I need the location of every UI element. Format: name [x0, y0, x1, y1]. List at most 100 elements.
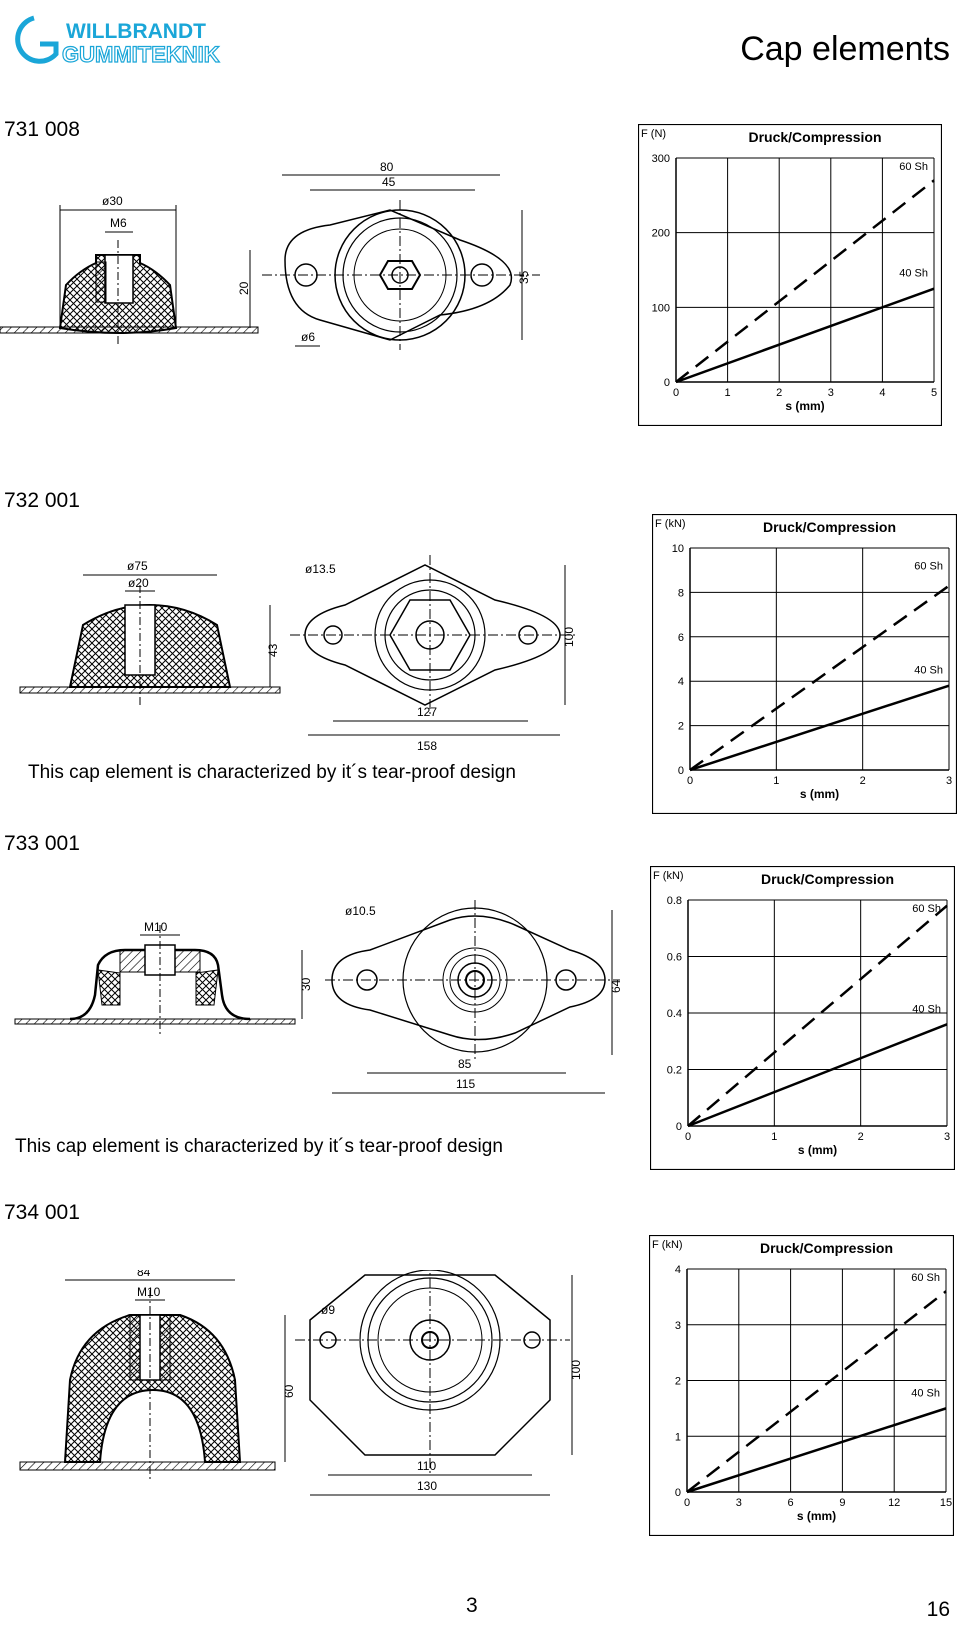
- y-tick-label: 0.4: [667, 1008, 682, 1020]
- y-tick-label: 4: [675, 1264, 681, 1276]
- dim-label: 35: [517, 270, 531, 284]
- y-tick-label: 4: [678, 676, 684, 688]
- company-logo: WILLBRANDT GUMMITEKNIK: [4, 10, 264, 70]
- logo-line1: WILLBRANDT: [66, 20, 206, 43]
- dim-label: 115: [456, 1077, 475, 1091]
- x-tick-label: 1: [725, 387, 731, 399]
- x-tick-label: 1: [773, 775, 779, 787]
- y-tick-label: 8: [678, 587, 684, 599]
- y-tick-label: 100: [652, 302, 670, 314]
- dim-label: M10: [144, 920, 168, 934]
- dim-label: 80: [380, 160, 394, 174]
- series-label: 40 Sh: [911, 1387, 940, 1399]
- dim-label: 127: [417, 705, 437, 719]
- technical-drawing-734001: 84 M10 60 ø9 100 110 130: [15, 1270, 583, 1515]
- y-tick-label: 1: [675, 1431, 681, 1443]
- dim-label: ø10.5: [345, 904, 376, 918]
- series-line-40-sh: [675, 287, 935, 384]
- x-tick-label: 0: [687, 775, 693, 787]
- series-line-40-sh: [689, 684, 950, 772]
- x-tick-label: 2: [860, 775, 866, 787]
- series-label: 40 Sh: [899, 268, 928, 280]
- x-axis-label: s (mm): [800, 787, 839, 801]
- x-axis-label: s (mm): [797, 1509, 836, 1523]
- series-line-60-sh: [675, 179, 935, 383]
- dim-label: 110: [417, 1459, 436, 1473]
- x-tick-label: 1: [771, 1131, 777, 1143]
- y-tick-label: 0: [676, 1121, 682, 1133]
- x-tick-label: 0: [673, 387, 679, 399]
- dim-label: ø9: [321, 1303, 335, 1317]
- x-axis-label: s (mm): [785, 399, 824, 413]
- x-tick-label: 3: [944, 1131, 950, 1143]
- chart-title: Druck/Compression: [748, 129, 881, 145]
- series-line-40-sh: [686, 1407, 947, 1494]
- product-id-3: 733 001: [4, 832, 80, 855]
- description-3: This cap element is characterized by it´…: [15, 1136, 503, 1157]
- dim-label: 100: [562, 627, 576, 647]
- technical-drawing-731008: ø30 M6 20 80 45 35 ø6: [0, 160, 555, 430]
- series-line-60-sh: [687, 904, 948, 1127]
- x-tick-label: 3: [736, 1497, 742, 1509]
- series-label: 40 Sh: [914, 665, 943, 677]
- dim-label: 100: [569, 1360, 583, 1380]
- y-axis-label: F (kN): [652, 1239, 683, 1251]
- chart-frame: [649, 1235, 954, 1536]
- x-tick-label: 12: [888, 1497, 900, 1509]
- dim-label: ø30: [102, 194, 123, 208]
- page-number-center: 3: [466, 1594, 478, 1617]
- y-tick-label: 0: [664, 377, 670, 389]
- y-axis-label: F (kN): [653, 870, 684, 882]
- x-tick-label: 0: [685, 1131, 691, 1143]
- dim-label: 60: [282, 1384, 296, 1398]
- series-line-60-sh: [686, 1290, 947, 1493]
- y-tick-label: 2: [675, 1376, 681, 1388]
- series-label: 60 Sh: [912, 903, 941, 915]
- chart-title: Druck/Compression: [760, 1240, 893, 1256]
- dim-label: ø13.5: [305, 562, 336, 576]
- dim-label: 45: [382, 175, 396, 189]
- dim-label: M10: [137, 1285, 161, 1299]
- dim-label: M6: [110, 216, 127, 230]
- y-tick-label: 0: [675, 1487, 681, 1499]
- x-tick-label: 2: [776, 387, 782, 399]
- series-label: 40 Sh: [912, 1003, 941, 1015]
- dim-label: 43: [266, 643, 280, 657]
- page-title: Cap elements: [740, 30, 950, 68]
- y-tick-label: 200: [652, 228, 670, 240]
- dim-label: ø6: [301, 330, 315, 344]
- x-tick-label: 3: [946, 775, 952, 787]
- y-tick-label: 0: [678, 765, 684, 777]
- dim-label: 85: [458, 1057, 472, 1071]
- x-tick-label: 0: [684, 1497, 690, 1509]
- y-tick-label: 10: [672, 543, 684, 555]
- x-tick-label: 6: [788, 1497, 794, 1509]
- x-tick-label: 4: [879, 387, 885, 399]
- y-tick-label: 2: [678, 721, 684, 733]
- logo-line2: GUMMITEKNIK: [62, 42, 220, 67]
- series-label: 60 Sh: [911, 1272, 940, 1284]
- compression-chart-731008: Druck/Compression F (N) 0 1 2 3 4 5 0 100 200 300 s …: [638, 124, 942, 426]
- dim-label: 130: [417, 1479, 437, 1493]
- x-axis-label: s (mm): [798, 1143, 837, 1157]
- dim-label: 20: [237, 281, 251, 295]
- y-axis-label: F (kN): [655, 518, 686, 530]
- chart-frame: [650, 866, 955, 1170]
- technical-drawing-732001: ø75 ø20 43 ø13.5 100 127 158: [15, 545, 576, 753]
- chart-frame: [652, 514, 957, 814]
- series-label: 60 Sh: [899, 161, 928, 173]
- technical-drawing-733001: M10 30 ø10.5 64 85 115: [10, 895, 623, 1105]
- dim-label: 64: [609, 979, 623, 993]
- y-tick-label: 0.8: [667, 895, 682, 907]
- x-tick-label: 15: [940, 1497, 952, 1509]
- y-tick-label: 3: [675, 1320, 681, 1332]
- product-id-4: 734 001: [4, 1201, 80, 1224]
- y-tick-label: 300: [652, 153, 670, 165]
- x-tick-label: 5: [931, 387, 937, 399]
- x-tick-label: 3: [828, 387, 834, 399]
- y-axis-label: F (N): [641, 128, 666, 140]
- dim-label: ø20: [128, 576, 149, 590]
